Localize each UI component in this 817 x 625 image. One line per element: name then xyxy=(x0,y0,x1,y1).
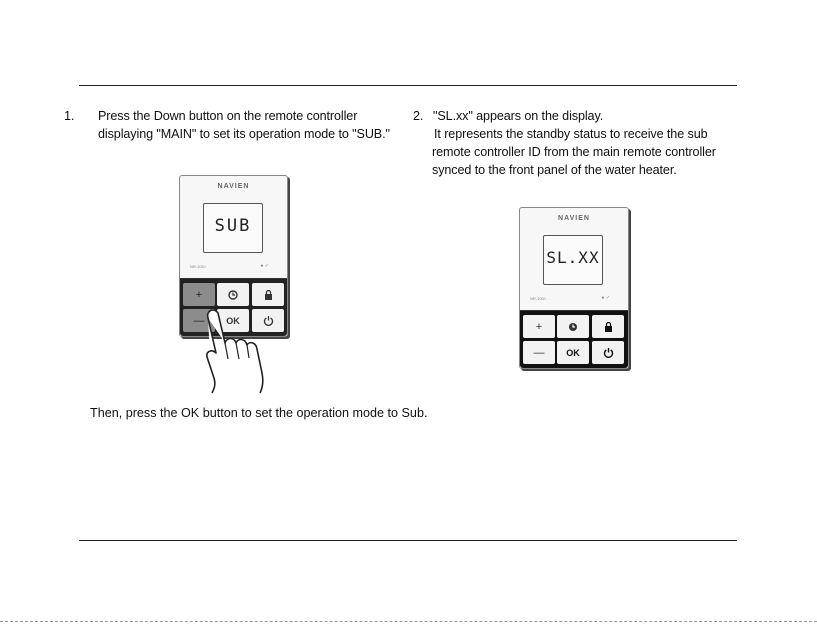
plus-button[interactable]: + xyxy=(183,283,215,306)
remote-controller-sub: NAVIEN SL.XX NR-10DI ● ✓ + — OK xyxy=(519,207,629,369)
power-icon xyxy=(603,348,613,358)
lcd-display: SUB xyxy=(203,203,263,253)
lock-button[interactable] xyxy=(252,283,284,306)
lock-button[interactable] xyxy=(592,315,624,338)
power-icon xyxy=(263,316,273,326)
status-leds-icon: ● ✓ xyxy=(260,263,269,269)
display-text: SUB xyxy=(214,216,252,236)
step-1: 1. Press the Down button on the remote c… xyxy=(64,107,390,143)
model-label: NR-10DI xyxy=(190,264,206,269)
pointing-hand-icon xyxy=(206,309,264,393)
ok-button[interactable]: OK xyxy=(557,341,589,364)
step-1-line-1: Press the Down button on the remote cont… xyxy=(98,109,358,123)
ok-instruction-note: Then, press the OK button to set the ope… xyxy=(90,406,428,420)
step-2-number: 2. xyxy=(413,109,424,123)
step-1-number: 1. xyxy=(64,109,75,123)
step-2-line-1: "SL.xx" appears on the display. xyxy=(433,109,604,123)
schedule-icon xyxy=(228,289,238,300)
step-2: 2. "SL.xx" appears on the display. It re… xyxy=(413,107,716,179)
schedule-button[interactable] xyxy=(557,315,589,338)
status-leds-icon: ● ✓ xyxy=(601,295,610,301)
step-2-desc-line-2: remote controller ID from the main remot… xyxy=(432,145,716,159)
keypad: + — OK xyxy=(520,310,628,368)
lcd-display: SL.XX xyxy=(543,235,603,285)
step-2-desc-line-3: synced to the front panel of the water h… xyxy=(432,163,677,177)
model-label: NR-10DI xyxy=(530,296,546,301)
lock-icon xyxy=(604,321,612,332)
bottom-rule xyxy=(79,540,737,541)
lock-icon xyxy=(264,289,272,300)
power-button[interactable] xyxy=(592,341,624,364)
brand-logo: NAVIEN xyxy=(558,215,590,222)
schedule-button[interactable] xyxy=(217,283,249,306)
schedule-icon xyxy=(569,322,577,331)
power-button[interactable] xyxy=(252,309,284,332)
step-1-line-2: displaying "MAIN" to set its operation m… xyxy=(98,127,390,141)
display-text: SL.XX xyxy=(546,248,600,267)
top-rule xyxy=(79,85,737,86)
ok-button[interactable]: OK xyxy=(217,309,249,332)
step-2-desc-line-1: It represents the standby status to rece… xyxy=(434,127,708,141)
brand-logo: NAVIEN xyxy=(217,183,250,190)
page-edge xyxy=(0,621,817,622)
plus-button[interactable]: + xyxy=(523,315,555,338)
minus-button[interactable]: — xyxy=(523,341,555,364)
